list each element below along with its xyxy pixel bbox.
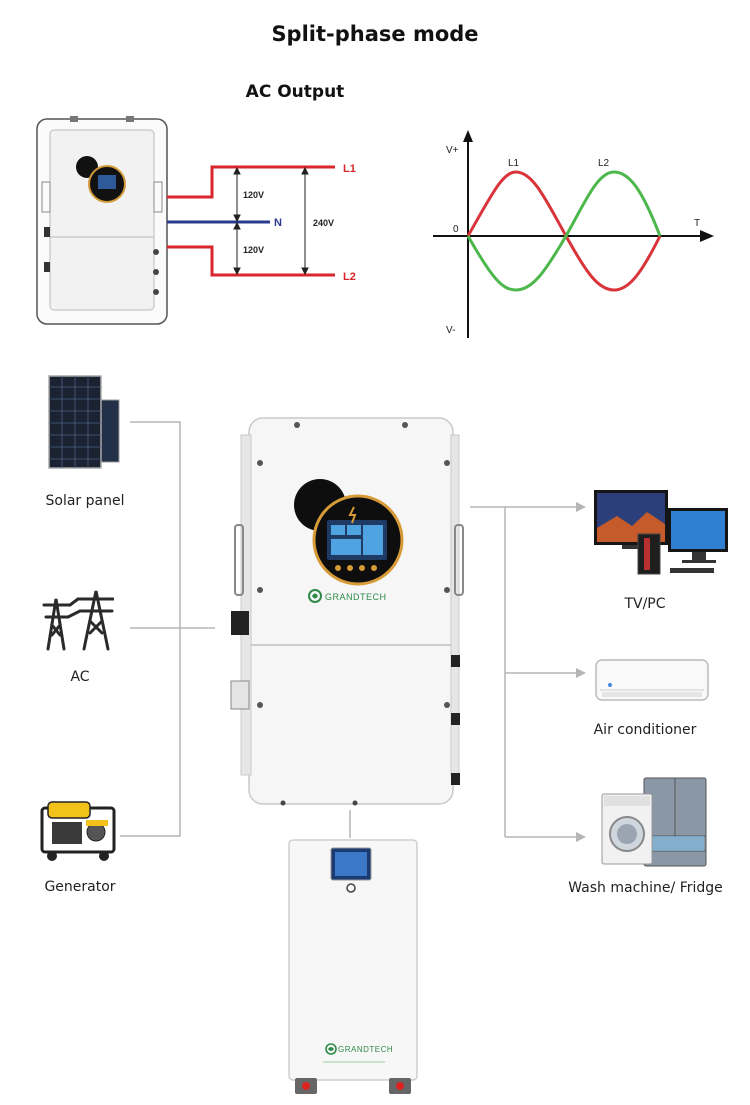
air-conditioner-label: Air conditioner xyxy=(593,722,697,738)
ac-output-heading: AC Output xyxy=(245,82,345,102)
washer-fridge-label: Wash machine/ Fridge xyxy=(568,880,723,896)
split-phase-waveform: V+ V- 0 T L1 L2 xyxy=(398,120,743,345)
x-axis-label: T xyxy=(694,218,700,229)
origin-label: 0 xyxy=(453,224,459,235)
voltage-upper-label: 120V xyxy=(243,190,264,200)
power-pylon-icon xyxy=(42,590,114,651)
l1-wave-label: L1 xyxy=(508,158,520,169)
page-title: Split-phase mode xyxy=(271,22,479,46)
neutral-label: N xyxy=(274,217,282,229)
solar-panel-icon xyxy=(48,375,120,469)
ac-output-wiring-diagram: 120V 120V 240V L1 N L2 xyxy=(36,116,356,325)
l2-wave-label: L2 xyxy=(598,158,610,169)
battery-brand: GRANDTECH xyxy=(338,1045,393,1054)
ac-label: AC xyxy=(70,669,90,685)
inverter-unit: GRANDTECH xyxy=(230,417,464,806)
small-inverter-icon xyxy=(36,116,168,325)
l2-wire xyxy=(167,245,335,277)
air-conditioner-icon xyxy=(595,659,709,701)
voltage-lower-label: 120V xyxy=(243,245,264,255)
voltage-arrows xyxy=(233,166,309,276)
l1-wire xyxy=(167,165,335,199)
connection-lines xyxy=(120,421,586,842)
inverter-brand: GRANDTECH xyxy=(325,592,387,602)
generator-label: Generator xyxy=(44,879,116,895)
tv-pc-icon xyxy=(594,490,728,575)
voltage-total-label: 240V xyxy=(313,218,334,228)
line2-label: L2 xyxy=(343,271,356,283)
y-top-label: V+ xyxy=(446,145,459,156)
generator-icon xyxy=(40,801,116,861)
inverter-logo-icon xyxy=(308,589,322,603)
line1-label: L1 xyxy=(343,163,356,175)
y-bottom-label: V- xyxy=(446,325,455,336)
tv-pc-label: TV/PC xyxy=(624,596,666,612)
battery-unit: GRANDTECH xyxy=(288,839,418,1094)
washer-fridge-icon xyxy=(601,777,707,867)
battery-logo-icon xyxy=(325,1043,337,1055)
solar-panel-label: Solar panel xyxy=(45,493,125,509)
l2-wave xyxy=(466,170,662,292)
